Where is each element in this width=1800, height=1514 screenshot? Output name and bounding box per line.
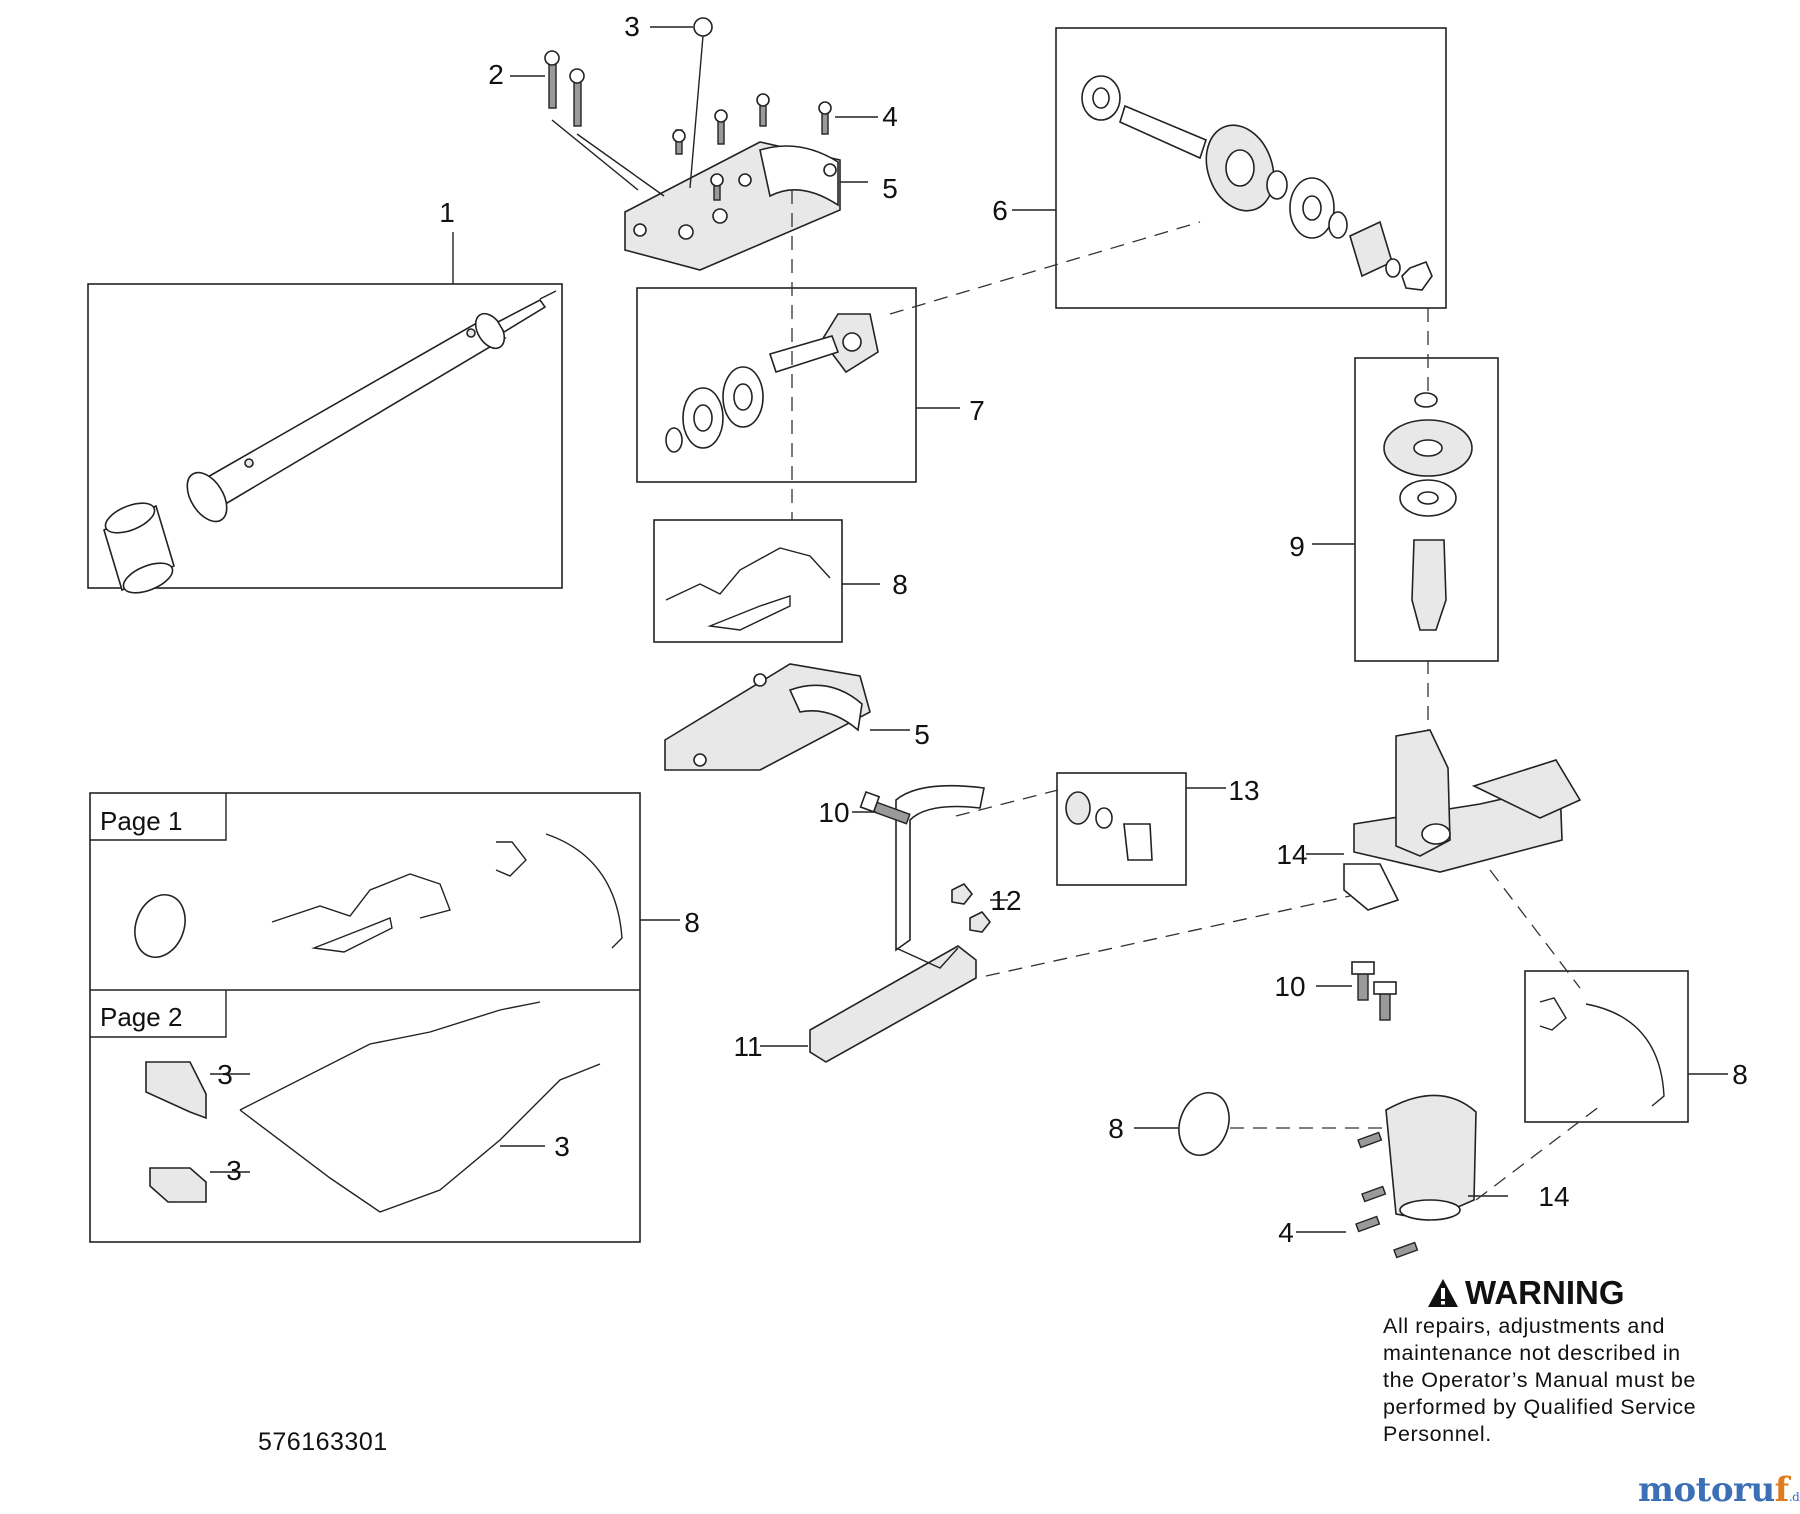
callout-10-right: 10 (1274, 971, 1305, 1002)
housing-screws (510, 17, 878, 201)
part-6-gear-shaft (1012, 27, 1447, 309)
warning-title-row: WARNING (1427, 1275, 1743, 1311)
warning-line: maintenance not described in (1383, 1341, 1681, 1365)
lower-right-hardware (1134, 961, 1728, 1259)
callout-14-lower: 14 (1538, 1181, 1569, 1212)
callout-10-left: 10 (818, 797, 849, 828)
warning-line: the Operator’s Manual must be (1383, 1368, 1696, 1392)
callout-3-top: 3 (624, 11, 640, 42)
callout-8-oring: 8 (1108, 1113, 1124, 1144)
callout-3-gasket: 3 (554, 1131, 570, 1162)
callout-9: 9 (1289, 531, 1305, 562)
part-11-guard-arm (760, 784, 985, 1063)
callout-13: 13 (1228, 775, 1259, 806)
watermark-suffix: .de (1788, 1490, 1800, 1504)
warning-text: All repairs, adjustments and maintenance… (1383, 1313, 1743, 1448)
part-8-gasket-kit (653, 519, 880, 643)
callout-11: 11 (733, 1031, 762, 1062)
watermark-logo: motoruf.de (1638, 1470, 1800, 1510)
callout-4-lower: 4 (1278, 1217, 1294, 1248)
part-14-gear-case (1306, 729, 1582, 911)
callout-12: 12 (990, 885, 1021, 916)
callout-7: 7 (969, 395, 985, 426)
callout-4-top: 4 (882, 101, 898, 132)
callout-1: 1 (439, 197, 455, 228)
service-kit-boxes (89, 792, 680, 1243)
callout-14-upper: 14 (1276, 839, 1307, 870)
callout-8-right: 8 (1732, 1059, 1748, 1090)
callout-5-lower: 5 (914, 719, 930, 750)
callout-3-block: 3 (217, 1059, 233, 1090)
diagram-part-number: 576163301 (258, 1428, 388, 1456)
part-7-bearing-assembly (636, 287, 960, 483)
part-1-shaft-tube (87, 232, 563, 594)
part-1-box (87, 283, 563, 589)
callout-8-kit: 8 (892, 569, 908, 600)
warning-title: WARNING (1465, 1274, 1625, 1311)
callout-3-small: 3 (226, 1155, 242, 1186)
warning-triangle-icon (1428, 1279, 1458, 1307)
warning-line: performed by Qualified Service (1383, 1395, 1697, 1419)
part-9-bevel-gear-shaft (1312, 357, 1499, 662)
page-2-label: Page 2 (100, 1002, 183, 1032)
page-1-label: Page 1 (100, 806, 183, 836)
callout-6: 6 (992, 195, 1008, 226)
watermark-text-a: motoru (1638, 1470, 1775, 1510)
hardware-10-12-13 (852, 772, 1226, 933)
callout-2: 2 (488, 59, 504, 90)
callout-numbers: 1 2 3 4 5 6 7 8 5 9 10 13 14 12 8 11 10 … (217, 11, 1748, 1248)
lower-gear-housing (664, 663, 910, 771)
assembly-guide-lines (791, 190, 1601, 1201)
callout-8-page1: 8 (684, 907, 700, 938)
warning-notice: WARNING All repairs, adjustments and mai… (1383, 1275, 1743, 1448)
upper-gear-housing (624, 141, 868, 271)
callout-5-top: 5 (882, 173, 898, 204)
warning-line: Personnel. (1383, 1422, 1492, 1446)
watermark-text-b: f (1774, 1470, 1790, 1510)
warning-line: All repairs, adjustments and (1383, 1314, 1666, 1338)
